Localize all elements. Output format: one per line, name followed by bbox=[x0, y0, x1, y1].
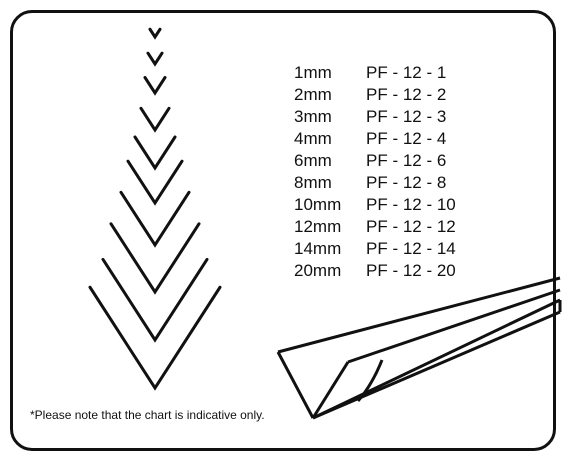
size-row: 3mm PF - 12 - 3 bbox=[294, 106, 456, 128]
v-chevron bbox=[119, 190, 191, 248]
v-chevron bbox=[88, 285, 222, 391]
size-label: 2mm bbox=[294, 85, 332, 104]
v-chevron bbox=[143, 76, 167, 96]
size-label: 1mm bbox=[294, 63, 332, 82]
size-label: 6mm bbox=[294, 151, 332, 170]
v-chevron bbox=[133, 135, 177, 171]
size-row: 14mm PF - 12 - 14 bbox=[294, 238, 456, 260]
size-label: 8mm bbox=[294, 173, 332, 192]
size-row: 2mm PF - 12 - 2 bbox=[294, 84, 456, 106]
size-row: 8mm PF - 12 - 8 bbox=[294, 172, 456, 194]
size-label: 20mm bbox=[294, 261, 342, 280]
size-row: 10mm PF - 12 - 10 bbox=[294, 194, 456, 216]
product-code: PF - 12 - 2 bbox=[366, 85, 447, 104]
product-code: PF - 12 - 12 bbox=[366, 217, 456, 236]
product-code: PF - 12 - 6 bbox=[366, 151, 447, 170]
chart-frame bbox=[10, 10, 556, 451]
size-row: 6mm PF - 12 - 6 bbox=[294, 150, 456, 172]
size-row: 12mm PF - 12 - 12 bbox=[294, 216, 456, 238]
size-label: 14mm bbox=[294, 239, 342, 258]
size-label: 4mm bbox=[294, 129, 332, 148]
v-chevron bbox=[148, 27, 162, 40]
disclaimer-note: *Please note that the chart is indicativ… bbox=[30, 408, 265, 422]
product-code: PF - 12 - 8 bbox=[366, 173, 447, 192]
product-code: PF - 12 - 14 bbox=[366, 239, 456, 258]
size-row: 20mm PF - 12 - 20 bbox=[294, 260, 456, 282]
product-code: PF - 12 - 4 bbox=[366, 129, 447, 148]
v-chevron bbox=[139, 106, 171, 133]
v-tool-icon bbox=[276, 276, 562, 420]
size-label: 12mm bbox=[294, 217, 342, 236]
v-profile-icon bbox=[88, 27, 222, 391]
size-label: 10mm bbox=[294, 195, 342, 214]
v-chevron bbox=[126, 159, 184, 206]
size-list: 1mm PF - 12 - 1 2mm PF - 12 - 2 3mm PF - 12 -… bbox=[294, 62, 456, 282]
size-label: 3mm bbox=[294, 107, 332, 126]
product-code: PF - 12 - 20 bbox=[366, 261, 456, 280]
product-code: PF - 12 - 3 bbox=[366, 107, 447, 126]
product-code: PF - 12 - 10 bbox=[366, 195, 456, 214]
v-chevron bbox=[146, 51, 164, 67]
v-chevron bbox=[101, 257, 209, 343]
size-row: 1mm PF - 12 - 1 bbox=[294, 62, 456, 84]
size-row: 4mm PF - 12 - 4 bbox=[294, 128, 456, 150]
product-code: PF - 12 - 1 bbox=[366, 63, 447, 82]
v-chevron bbox=[109, 222, 201, 295]
